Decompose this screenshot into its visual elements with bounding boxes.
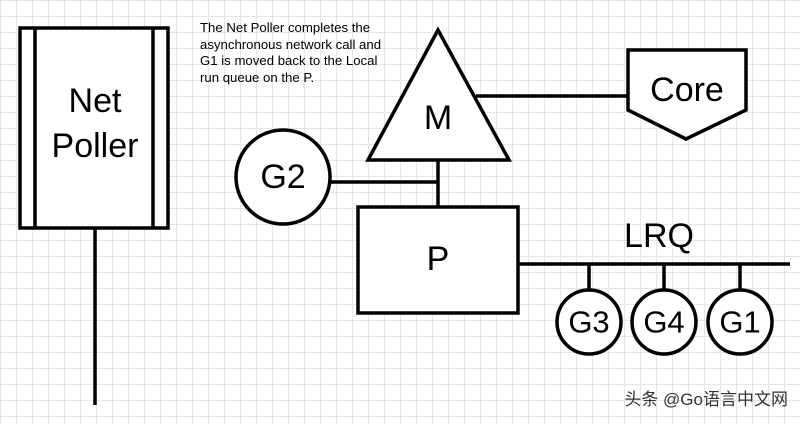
g2-label: G2 [260,158,305,196]
core-shape: Core [626,48,748,141]
machine-shape [365,26,512,162]
core-outline [626,48,748,141]
core-label: Core [650,71,724,109]
lrq-label: LRQ [624,217,694,255]
net-poller-frame [18,26,170,230]
g3-label: G3 [568,305,609,340]
processor-label: P [427,240,450,278]
goroutine-g2: G2 [234,128,332,226]
processor-frame [356,205,520,315]
g3-circle [555,288,623,356]
goroutine-g1: G1 [706,288,774,356]
g2-circle [234,128,332,226]
annotation-note: The Net Poller completes the asynchronou… [200,20,382,85]
goroutine-g4: G4 [630,288,698,356]
net-poller-label-line2: Poller [52,127,139,165]
watermark: 头条 @Go语言中文网 [624,390,788,409]
net-poller-label-line1: Net [69,82,122,120]
g4-label: G4 [643,305,684,340]
machine-label: M [424,99,452,137]
processor-box: P [356,205,520,315]
net-poller-box: Net Poller [18,26,170,230]
machine-triangle: M [365,26,512,162]
g1-label: G1 [719,305,760,340]
goroutine-g3: G3 [555,288,623,356]
g4-circle [630,288,698,356]
g1-circle [706,288,774,356]
